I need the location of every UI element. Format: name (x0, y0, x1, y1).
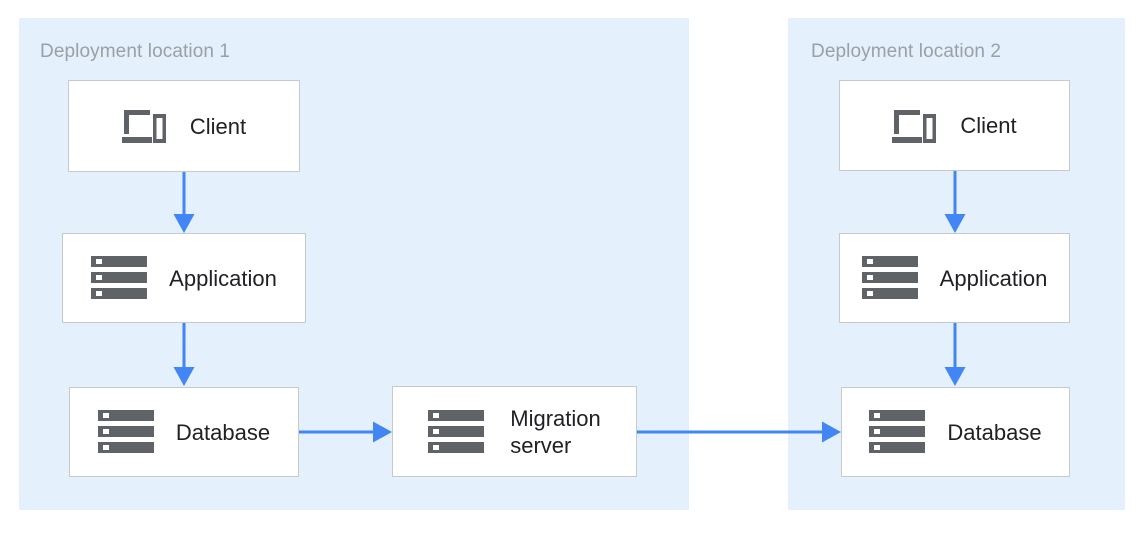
server-icon (428, 409, 485, 454)
node-migration-server[interactable]: Migration server (392, 386, 637, 477)
devices-icon (892, 108, 938, 144)
deployment-location-1-label: Deployment location 1 (40, 41, 231, 62)
server-icon (861, 256, 918, 300)
node-application-2[interactable]: Application (839, 233, 1070, 323)
server-icon (91, 256, 148, 300)
node-label: Client (189, 113, 247, 139)
node-label: Database (947, 419, 1042, 445)
deployment-location-2-label: Deployment location 2 (811, 41, 1002, 62)
node-client-2[interactable]: Client (839, 80, 1070, 171)
node-label: Migration server (510, 405, 601, 458)
node-label: Application (169, 265, 277, 291)
server-icon (869, 410, 926, 454)
node-label: Application (939, 265, 1048, 291)
node-database-1[interactable]: Database (69, 387, 299, 477)
server-icon (97, 410, 154, 454)
node-client-1[interactable]: Client (68, 80, 300, 172)
node-application-1[interactable]: Application (62, 233, 306, 323)
devices-icon (121, 108, 168, 144)
node-label: Client (960, 113, 1017, 138)
node-label: Database (175, 419, 271, 445)
node-database-2[interactable]: Database (841, 387, 1070, 477)
